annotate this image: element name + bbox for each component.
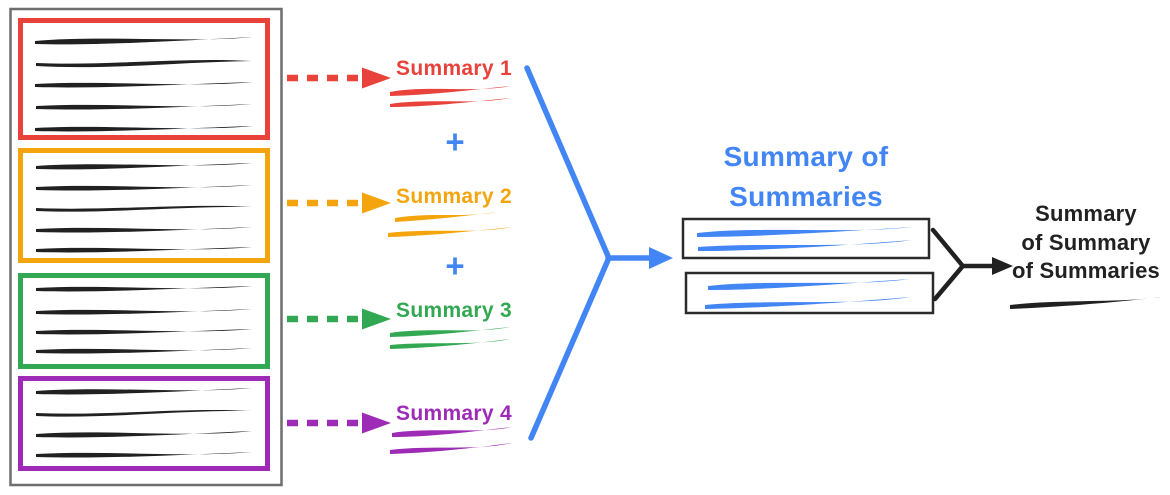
chunk-1-arrow [287,67,391,89]
arrowhead-icon [362,192,391,214]
merge-line-top [524,65,611,259]
chunk-4-arrow [287,412,391,434]
summary-box-1 [681,217,931,260]
text-scribble [36,59,252,68]
text-scribble [35,126,253,132]
text-scribble [35,82,253,88]
text-scribble [36,309,252,315]
final-summary-line3: of Summaries [1012,258,1160,283]
final-summary-line2: of Summary [1021,230,1151,255]
text-scribble [36,431,252,438]
merge-line-bottom [528,257,611,441]
summary-3-label: Summary 3 [396,299,512,322]
chunk-4-frame [18,376,270,471]
summary-of-summaries: Summary of Summaries [681,141,935,315]
plus-operator-2: + [445,247,464,284]
text-scribble [36,104,252,110]
summary-scribble [395,212,498,222]
summary-of-summaries-title-line2: Summaries [729,181,883,212]
bracket-line-bottom [932,264,965,302]
final-summary: Summary of Summary of Summaries [1010,201,1162,309]
text-scribble [36,205,252,212]
text-scribble [36,329,252,335]
summary-scribble [1010,297,1162,309]
text-scribble [35,37,253,45]
summary-2-label: Summary 2 [396,185,512,208]
chunk-3-frame [18,273,270,369]
summary-4-label: Summary 4 [396,402,512,425]
summary-3: Summary 3 [390,299,512,349]
summary-scribble [390,327,510,337]
bracket-line-top [930,227,965,268]
final-connector [930,227,1013,302]
summary-1-label: Summary 1 [396,57,512,80]
text-scribble [36,247,252,253]
summary-scribble [698,240,912,251]
summary-scribble [390,443,512,454]
summary-box-1-frame [681,217,931,260]
summary-2: Summary 2 [388,185,512,237]
chunk-summary-arrows [287,67,391,434]
text-scribble [36,452,252,458]
summary-scribble [390,98,510,107]
summary-box-2 [684,271,935,315]
summary-4: Summary 4 [390,402,512,454]
summary-scribble [708,279,910,290]
text-scribble [36,286,252,292]
summary-of-summaries-title-line1: Summary of [724,141,889,172]
summary-scribble [390,339,510,349]
chunk-2-arrow [287,192,391,214]
arrowhead-icon [362,412,391,434]
text-scribble [36,388,252,395]
arrowhead-icon [649,247,673,269]
chunk-2-frame [18,148,270,263]
source-document [9,7,283,487]
arrowhead-icon [992,257,1013,275]
text-scribble [36,227,252,233]
summary-scribble [388,227,512,237]
text-scribble [36,409,252,417]
source-document-frame [9,7,283,487]
chunk-1 [18,18,270,140]
summary-scribble [697,227,912,237]
final-summary-line1: Summary [1035,201,1137,226]
summary-scribble [392,427,512,437]
plus-operator-1: + [445,123,464,160]
chunk-3 [18,273,270,369]
chunk-1-frame [18,18,270,140]
arrowhead-icon [362,67,391,89]
arrowhead-icon [362,308,391,330]
summary-scribble [390,86,510,96]
merge-connector [524,65,673,441]
chunk-2 [18,148,270,263]
text-scribble [36,348,252,354]
summary-1: Summary 1 [390,57,512,107]
chunk-3-arrow [287,308,391,330]
text-scribble [36,163,252,170]
summary-scribble [705,297,910,309]
text-scribble [36,185,252,191]
chunk-4 [18,376,270,471]
